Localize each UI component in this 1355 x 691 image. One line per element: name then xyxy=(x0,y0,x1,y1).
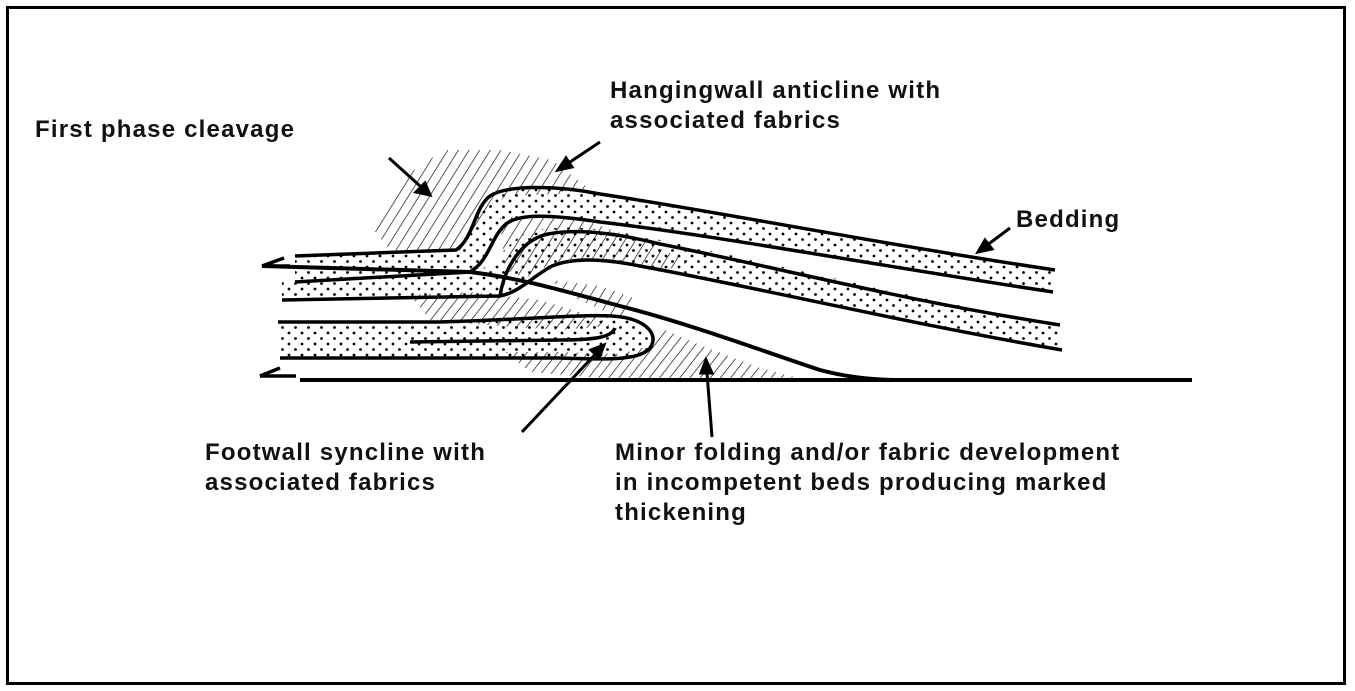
label-first-phase-cleavage: First phase cleavage xyxy=(35,115,295,145)
label-minor-folding: Minor folding and/or fabric development … xyxy=(615,438,1120,528)
label-hangingwall-line-2: associated fabrics xyxy=(610,106,941,136)
label-minor-folding-line-1: Minor folding and/or fabric development xyxy=(615,438,1120,468)
label-minor-folding-line-2: in incompetent beds producing marked xyxy=(615,468,1120,498)
label-bedding-text: Bedding xyxy=(1016,205,1120,235)
label-minor-folding-line-3: thickening xyxy=(615,498,1120,528)
label-first-phase-cleavage-text: First phase cleavage xyxy=(35,115,295,145)
label-bedding: Bedding xyxy=(1016,205,1120,235)
label-footwall-line-2: associated fabrics xyxy=(205,468,486,498)
label-footwall-line-1: Footwall syncline with xyxy=(205,438,486,468)
label-hangingwall-anticline: Hangingwall anticline with associated fa… xyxy=(610,76,941,136)
label-footwall-syncline: Footwall syncline with associated fabric… xyxy=(205,438,486,498)
basal-thrust-arrow xyxy=(260,368,296,376)
upper-thrust-arrow xyxy=(262,258,290,266)
label-hangingwall-line-1: Hangingwall anticline with xyxy=(610,76,941,106)
arrowhead-hangingwall xyxy=(558,158,572,170)
